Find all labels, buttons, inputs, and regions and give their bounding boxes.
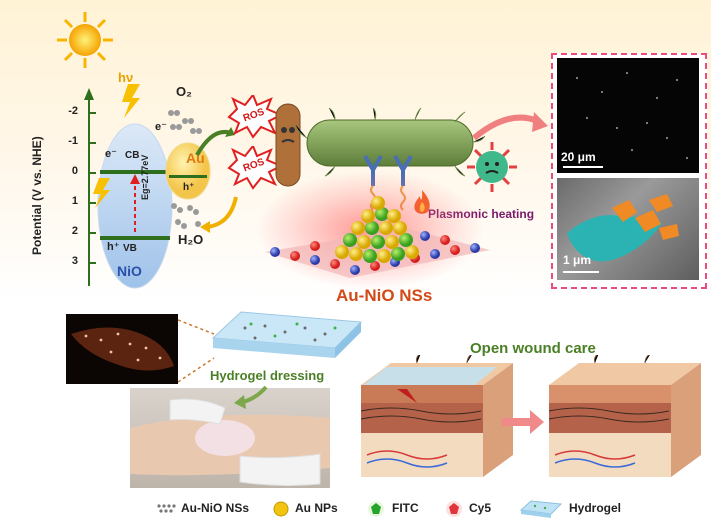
fluorescence-dots — [571, 72, 688, 159]
arm-shapes — [130, 398, 330, 487]
legend-label: Cy5 — [469, 501, 492, 515]
nio-label: NiO — [117, 263, 142, 279]
arrow-icon — [502, 410, 544, 434]
hydrogel-dressing-label: Hydrogel dressing — [210, 368, 325, 383]
wound-care-title: Open wound care — [470, 340, 596, 357]
h2o-label: H₂O — [178, 232, 204, 247]
legend-label: Hydrogel — [569, 501, 622, 515]
scale-bar-top: 20 μm — [561, 150, 596, 164]
legend-au-np-icon — [273, 501, 289, 517]
lightning-icon — [93, 178, 110, 208]
sun-icon — [57, 12, 113, 68]
electron-label: e⁻ — [105, 148, 117, 160]
tick-label: 3 — [71, 255, 78, 267]
o2-label: O₂ — [176, 84, 192, 99]
y-axis-label: Potential (V vs. NHE) — [30, 136, 44, 255]
scale-bar-bottom: 1 μm — [563, 253, 592, 267]
au-hole-label: h⁺ — [183, 182, 195, 193]
tick-label: 0 — [71, 165, 78, 177]
legend-au-nio-icon — [157, 504, 176, 513]
legend-fitc-icon — [368, 501, 384, 517]
au-electron-label: e⁻ — [155, 121, 167, 133]
arrow-icon — [234, 385, 268, 409]
y-axis — [84, 88, 96, 286]
tick-label: -2 — [68, 105, 78, 117]
legend-label: Au NPs — [295, 501, 338, 515]
lightning-icon — [122, 84, 140, 118]
sem-features — [567, 194, 679, 262]
hole-label: h⁺ — [107, 241, 120, 253]
green-bacterium-icon — [295, 108, 485, 177]
dotted-connector — [178, 319, 215, 383]
o2-molecules — [168, 110, 202, 134]
legend-label: Au-NiO NSs — [181, 501, 250, 515]
tick-label: 1 — [71, 195, 78, 207]
arm-photo — [130, 388, 330, 488]
healed-skin-block — [548, 355, 701, 477]
hydrogel-slab — [211, 311, 363, 358]
nanostructure-label: Au-NiO NSs — [336, 286, 433, 305]
virus-icon — [467, 142, 517, 192]
scale-bar — [563, 166, 603, 168]
wound-skin-block — [360, 355, 513, 477]
arrow-icon — [195, 127, 235, 157]
h2o-molecules — [171, 203, 201, 229]
legend-hydrogel-icon — [519, 500, 563, 518]
tick-label: -1 — [68, 135, 78, 147]
fluorescent-dressing-photo — [66, 314, 178, 384]
au-label: Au — [186, 150, 205, 166]
legend-label: FITC — [392, 501, 419, 515]
light-label: hν — [118, 70, 134, 85]
cb-label: CB — [125, 150, 140, 161]
band-gap-label: Eg=2.77eV — [140, 154, 150, 200]
vb-label: VB — [123, 243, 137, 254]
nio-sphere — [97, 123, 173, 289]
au-sphere — [165, 142, 211, 200]
sem-micrograph: 1 μm — [557, 178, 699, 280]
scale-bar — [563, 271, 599, 273]
nio-lattice — [265, 228, 490, 278]
legend-cy5-icon — [446, 501, 462, 517]
fluorescence-micrograph: 20 μm — [557, 58, 699, 173]
arrow-icon — [472, 112, 548, 141]
au-nanostructure — [335, 196, 419, 263]
tick-label: 2 — [71, 225, 78, 237]
legend: Au-NiO NSs Au NPs FITC Cy5 Hydrogel — [155, 496, 675, 522]
arrow-icon — [200, 196, 238, 233]
fluorescent-dressing-pattern — [71, 327, 174, 371]
bacterium-icon — [275, 103, 301, 187]
